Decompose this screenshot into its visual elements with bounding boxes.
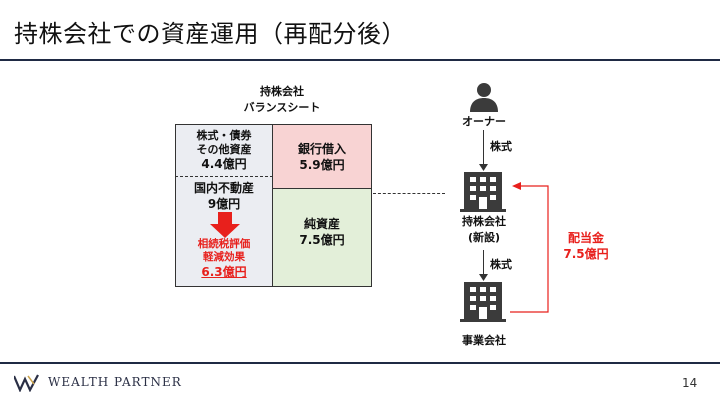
arrow-head-down-icon: [479, 274, 488, 281]
page-title: 持株会社での資産運用（再配分後）: [14, 20, 406, 48]
balance-sheet-title-line1: 持株会社: [260, 85, 304, 98]
holding-line2: (新設): [467, 231, 501, 244]
asset-real-estate-line1: 国内不動産: [193, 181, 254, 195]
wealth-partner-logo-icon: [14, 374, 39, 392]
asset-tax-effect-value: 6.3億円: [201, 265, 247, 279]
net-assets-value: 7.5億円: [299, 233, 345, 247]
net-assets-box: [272, 188, 372, 287]
net-assets: 純資産 7.5億円: [272, 216, 372, 248]
holding-company-label: 持株会社 (新設): [444, 214, 524, 246]
down-arrow-icon: [210, 212, 240, 238]
liability-loan-box: [272, 124, 372, 189]
dividend-label: 配当金 7.5億円: [556, 230, 616, 262]
holding-arrow-line: [483, 250, 484, 276]
header-rule: [0, 59, 720, 61]
arrow-head-down-icon: [479, 164, 488, 171]
liability-loan: 銀行借入 5.9億円: [272, 141, 372, 173]
net-assets-line1: 純資産: [303, 217, 340, 231]
asset-stock-bonds-line1: 株式・債券: [196, 129, 252, 142]
brand-name: WEALTH PARTNER: [48, 375, 182, 389]
holding-line1: 持株会社: [462, 215, 506, 228]
owner-arrow-line: [483, 130, 484, 166]
asset-tax-effect-line1: 相続税評価: [197, 238, 251, 250]
owner-label: オーナー: [462, 115, 506, 128]
liability-loan-value: 5.9億円: [299, 158, 345, 172]
asset-stock-bonds-value: 4.4億円: [201, 157, 247, 171]
dividend-line1: 配当金: [567, 231, 604, 245]
stock-label-bottom: 株式: [490, 258, 512, 271]
person-icon: [470, 83, 498, 112]
asset-tax-effect: 相続税評価 軽減効果 6.3億円: [175, 238, 273, 280]
building-icon: [460, 282, 506, 322]
balance-sheet-title: 持株会社 バランスシート: [230, 84, 334, 116]
liability-loan-line1: 銀行借入: [297, 142, 346, 156]
dividend-arrow: [510, 182, 549, 313]
asset-tax-effect-line2: 軽減効果: [203, 251, 245, 263]
building-icon: [460, 172, 506, 212]
dividend-line2: 7.5億円: [563, 247, 609, 261]
balance-sheet-title-line2: バランスシート: [243, 101, 321, 114]
asset-stock-bonds: 株式・債券 その他資産 4.4億円: [175, 129, 273, 171]
bs-connector-line: [373, 193, 445, 194]
page-number: 14: [682, 376, 698, 390]
asset-real-estate-value: 9億円: [207, 197, 241, 211]
assets-column: [175, 124, 273, 287]
operating-company-label: 事業会社: [462, 334, 506, 347]
asset-real-estate: 国内不動産 9億円: [175, 180, 273, 212]
stock-label-top: 株式: [490, 140, 512, 153]
assets-dashed-divider: [175, 176, 273, 177]
footer-rule: [0, 362, 720, 364]
asset-stock-bonds-line2: その他資産: [196, 143, 252, 156]
